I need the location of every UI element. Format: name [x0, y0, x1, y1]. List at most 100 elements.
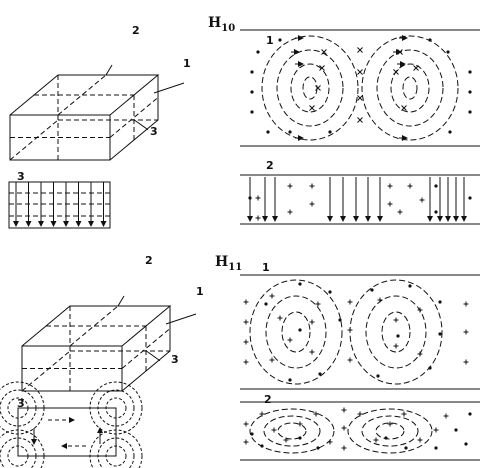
h11-p2-dot — [434, 446, 438, 450]
h11-p2-plus — [341, 445, 347, 451]
h11-corner-field — [105, 397, 127, 419]
h10-box-cut-2-lead — [105, 64, 113, 76]
h10-box-label-3: 3 — [150, 125, 158, 138]
h10-e-field-cross — [309, 105, 315, 111]
h10-panel-label-2: 2 — [266, 159, 274, 172]
h10-p2-plus — [309, 183, 315, 189]
h11-mode-sub: 11 — [228, 261, 243, 273]
h10-e-field-dot — [250, 90, 254, 94]
h11-p1-plus — [277, 315, 283, 321]
h11-p2-loop — [375, 422, 405, 440]
h11-small-label-3: 3 — [17, 397, 25, 410]
h11-box-label-2: 2 — [145, 254, 153, 267]
h11-p1-dot — [408, 284, 412, 288]
h10-e-field-dot — [468, 90, 472, 94]
h11-box-lead-1 — [165, 313, 197, 325]
h11-magnetic-loop — [249, 279, 343, 385]
h11-box-cut-2 — [69, 305, 119, 347]
h10-box-cut-2 — [57, 74, 107, 116]
h11-p1-dot — [264, 302, 268, 306]
h11-p1-plus — [243, 319, 249, 325]
h11-p2-loop — [361, 415, 419, 447]
h11-p1-plus — [393, 317, 399, 323]
h10-e-field-dot — [266, 130, 270, 134]
h11-section-frame — [17, 407, 117, 457]
h10-magnetic-loop — [276, 49, 344, 127]
h11-corner-field — [97, 389, 135, 427]
h10-magnetic-loop — [261, 35, 359, 141]
h11-p2-dot — [464, 442, 468, 446]
h11-p1-plus — [463, 359, 469, 365]
h11-p1-plus — [347, 357, 353, 363]
h11-corner-field — [7, 445, 29, 467]
h11-p2-plus — [387, 421, 393, 427]
h11-p1-plus — [243, 359, 249, 365]
h11-p1-plus — [377, 297, 383, 303]
h10-box-label-2: 2 — [132, 24, 140, 37]
h10-box-side-face — [109, 75, 159, 161]
h10-magnetic-loop — [302, 76, 318, 100]
h11-p2-plus — [341, 407, 347, 413]
h10-e-field-cross — [397, 49, 403, 55]
h10-p2-plus — [255, 215, 261, 221]
h11-p2-loop — [249, 408, 335, 454]
h10-box-cut-3-lead — [133, 119, 149, 131]
h10-p2-plus — [397, 209, 403, 215]
h11-p2-plus — [271, 427, 277, 433]
h11-p2-plus — [401, 411, 407, 417]
h10-section-frame — [8, 181, 111, 229]
h10-e-field-cross — [319, 65, 325, 71]
h11-p1-plus — [243, 339, 249, 345]
h11-p1-plus — [417, 307, 423, 313]
h11-p1-dot — [298, 282, 302, 286]
h11-p1-plus — [243, 299, 249, 305]
h10-p2-plus — [387, 183, 393, 189]
h10-magnetic-loop — [402, 76, 418, 100]
h10-p2-plus — [407, 183, 413, 189]
h11-box-label-1: 1 — [196, 285, 204, 298]
h11-p2-plus — [243, 421, 249, 427]
h11-p2-loop — [263, 415, 321, 447]
h11-p2-plus — [443, 413, 449, 419]
h11-p2-plus — [357, 411, 363, 417]
h11-p1-plus — [287, 337, 293, 343]
h11-p1-dot — [318, 372, 322, 376]
h11-p1-plus — [269, 357, 275, 363]
h10-p2-plus — [309, 201, 315, 207]
h10-e-field-dot — [428, 38, 432, 42]
h11-p2-dot — [384, 436, 388, 440]
h11-p2-loop — [347, 408, 433, 454]
h11-p1-plus — [463, 329, 469, 335]
h10-p2-dot — [434, 184, 438, 188]
h11-box-label-3: 3 — [171, 353, 179, 366]
h10-mode-sub: 10 — [221, 22, 236, 34]
h11-corner-field — [0, 381, 45, 435]
h11-magnetic-loop — [281, 311, 311, 353]
h11-p2-dot — [468, 412, 472, 416]
h11-corner-field — [0, 429, 45, 468]
h11-p2-plus — [259, 411, 265, 417]
h10-e-field-dot — [256, 50, 260, 54]
h10-p2-plus — [287, 209, 293, 215]
h11-p1-dot — [428, 366, 432, 370]
h10-e-field-cross — [357, 95, 363, 101]
h11-p2-dot — [250, 432, 254, 436]
h10-mode-main: H — [208, 15, 222, 31]
h11-p2-plus — [433, 427, 439, 433]
h10-e-field-cross — [357, 69, 363, 75]
h11-box-hidden-edge-3 — [21, 350, 71, 392]
h11-p2-plus — [283, 437, 289, 443]
h10-box-mid-side — [109, 97, 159, 138]
h11-corner-field — [105, 445, 127, 467]
h11-p1-dot — [396, 334, 400, 338]
h10-p2-plus — [255, 195, 261, 201]
h11-box-mid-side — [121, 328, 171, 369]
h10-mode-title: H10 — [208, 16, 235, 34]
h11-p2-dot — [260, 444, 264, 448]
h10-p2-plus — [287, 183, 293, 189]
h11-mode-title: H11 — [215, 255, 242, 273]
h11-p1-dot — [288, 378, 292, 382]
h10-e-field-dot — [446, 50, 450, 54]
h11-p2-plus — [327, 439, 333, 445]
